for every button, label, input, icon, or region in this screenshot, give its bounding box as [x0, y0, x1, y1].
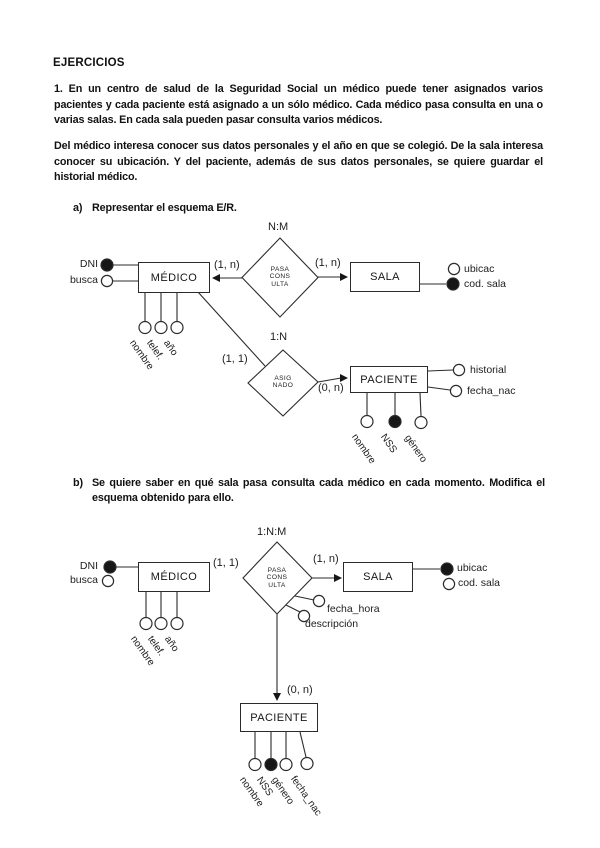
cardinality-medico-pasa-a: (1, n)	[214, 259, 240, 271]
key-circle-nss-b	[264, 757, 278, 772]
circle-telef-a	[154, 320, 168, 335]
circle-codsala-b	[442, 577, 456, 591]
attr-busca-a: busca	[69, 274, 98, 286]
circle-anio-a	[170, 320, 184, 335]
attr-dni-b: DNI	[79, 560, 98, 572]
line-paciente-genero-a	[419, 392, 422, 417]
attr-fechanac-a: fecha_nac	[467, 385, 516, 397]
circle-nombre-paciente-b	[248, 757, 262, 772]
circle-anio-b	[170, 616, 184, 631]
line-historial	[427, 369, 454, 372]
cardinality-medico-asignado: (1, 1)	[222, 353, 248, 365]
circle-fechanac-a	[449, 384, 463, 398]
entity-paciente-a: PACIENTE	[350, 366, 428, 393]
page-title: EJERCICIOS	[53, 57, 125, 69]
attr-ubicac-a: ubicac	[464, 263, 495, 275]
circle-nombre-medico-b	[139, 616, 153, 631]
attr-nombre-paciente-a: nombre	[348, 432, 378, 467]
key-circle-dni-b	[103, 560, 117, 574]
pasa-line1-a: PASA	[270, 266, 290, 273]
circle-historial	[452, 363, 466, 377]
circle-genero-b	[279, 757, 293, 772]
paragraph-intro: 1. En un centro de salud de la Seguridad…	[54, 83, 543, 126]
cardinality-1nm-b: 1:N:M	[257, 526, 287, 538]
line-paciente-fechanac-b	[299, 731, 307, 758]
cardinality-pasa-sala-b: (1, n)	[313, 553, 339, 565]
line-descripcion-b	[285, 604, 301, 613]
relationship-pasa-consulta-b: PASA CONS ULTA	[245, 567, 309, 589]
arrowhead-to-sala-a	[340, 273, 348, 281]
pasa-line1-b: PASA	[267, 567, 287, 574]
cardinality-pasa-sala-a: (1, n)	[315, 257, 341, 269]
list-item-b: b) Se quiere saber en qué sala pasa cons…	[73, 476, 545, 506]
item-b-text: Se quiere saber en qué sala pasa consult…	[92, 477, 545, 505]
item-b-marker: b)	[73, 477, 83, 489]
paragraph-detail: Del médico interesa conocer sus datos pe…	[54, 140, 543, 183]
cardinality-asignado-paciente: (0, n)	[318, 382, 344, 394]
pasa-line3-a: ULTA	[271, 280, 289, 288]
entity-sala-a: SALA	[350, 262, 420, 292]
arrowhead-to-paciente-b	[273, 693, 281, 701]
entity-medico-b: MÉDICO	[138, 562, 210, 592]
circle-ubicac-a	[447, 262, 461, 276]
circle-busca-a	[100, 274, 114, 288]
entity-sala-b: SALA	[343, 562, 413, 592]
pasa-line2-b: CONS	[266, 574, 288, 582]
circle-nombre-paciente-a	[360, 414, 374, 429]
attr-ubicac-b: ubicac	[457, 562, 488, 574]
cardinality-pasa-paciente-b: (0, n)	[287, 684, 313, 696]
cardinality-nm-a: N:M	[268, 221, 289, 233]
attr-fechahora-b: fecha_hora	[327, 603, 380, 615]
pasa-line2-a: CONS	[269, 273, 291, 281]
key-circle-codsala-a	[446, 277, 460, 291]
circle-telef-b	[154, 616, 168, 631]
key-circle-ubicac-b	[440, 562, 454, 576]
line-fechanac-a	[427, 386, 451, 391]
pasa-line3-b: ULTA	[268, 581, 286, 589]
key-circle-nss-a	[388, 414, 402, 429]
attr-codsala-a: cod. sala	[464, 278, 507, 290]
line-fechahora-b	[294, 595, 315, 601]
attr-descripcion-b: descripción	[305, 618, 359, 630]
list-item-a: a) Representar el esquema E/R.	[73, 201, 543, 216]
attr-genero-a: género	[401, 433, 429, 465]
attr-busca-b: busca	[69, 574, 98, 586]
attr-historial: historial	[470, 364, 507, 376]
circle-fechahora-b	[312, 594, 326, 608]
arrowhead-to-sala-b	[334, 574, 342, 582]
circle-nombre-medico-a	[138, 320, 152, 335]
circle-busca-b	[101, 574, 115, 588]
asignado-line2: NADO	[272, 382, 294, 390]
attr-codsala-b: cod. sala	[458, 577, 501, 589]
asignado-line1: ASIG	[274, 375, 292, 382]
attr-nss-a: NSS	[377, 432, 399, 456]
arrowhead-to-paciente-a	[340, 374, 348, 382]
cardinality-1n-asignado: 1:N	[270, 331, 288, 343]
entity-paciente-b: PACIENTE	[240, 703, 318, 732]
circle-fechanac-b	[300, 756, 314, 771]
relationship-pasa-consulta-a: PASA CONS ULTA	[248, 266, 312, 288]
arrowhead-to-medico-a	[212, 274, 220, 282]
item-a-marker: a)	[73, 202, 83, 214]
key-circle-dni-a	[100, 258, 114, 272]
attr-dni-a: DNI	[79, 258, 98, 270]
circle-genero-a	[414, 415, 428, 430]
relationship-asignado: ASIG NADO	[251, 375, 315, 390]
cardinality-medico-pasa-b: (1, 1)	[213, 557, 239, 569]
entity-medico-a: MÉDICO	[138, 262, 210, 293]
item-a-text: Representar el esquema E/R.	[92, 202, 237, 214]
